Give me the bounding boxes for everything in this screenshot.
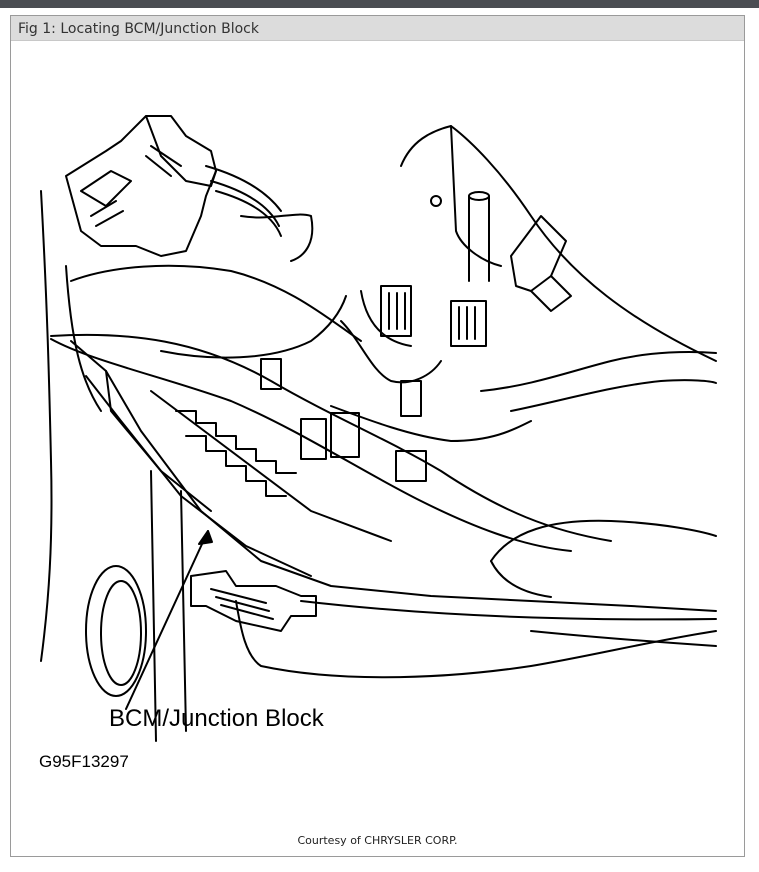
center-connector-1 [380,285,412,337]
dash-left-inner [65,265,102,412]
center-connector-5 [395,450,427,482]
center-connector-2 [450,300,487,347]
connector-wires [205,165,282,237]
bcm-face-line [150,390,392,542]
bcm-housing-side [105,370,212,512]
upper-right-bracket-2 [530,275,572,312]
bcm-housing-lower [85,375,312,577]
figure-caption: Fig 1: Locating BCM/Junction Block [18,21,259,37]
wire-harness-strand-3 [510,379,717,412]
left-vertical-post-2 [180,490,187,732]
wire-harness-strand-1 [330,405,532,442]
column-cowl [490,519,717,562]
center-connector-1-pins [388,292,406,330]
column-support-bracket [400,125,502,267]
top-window-bar [0,0,759,8]
connector-wire-bundle [240,213,314,262]
left-round-opening [85,565,147,697]
lower-dash-shelf [235,600,717,679]
bcm-housing-outer [70,340,717,612]
center-connector-7 [400,380,422,417]
center-connector-3 [300,418,327,460]
wire-harness-upper [50,333,612,542]
courtesy-credit: Courtesy of CHRYSLER CORP. [297,834,458,847]
bcm-callout-label: BCM/Junction Block [109,705,324,732]
figure-code: G95F13297 [39,752,129,771]
wire-harness-wrap [160,295,347,359]
upper-connector-body [145,115,217,187]
column-post [468,195,490,282]
center-connector-4 [330,412,360,458]
column-cowl-front [490,560,552,598]
center-connector-2-pins [458,306,476,340]
upper-connector-face [80,170,132,207]
column-post-cap [468,191,490,201]
figure-caption-bar: Fig 1: Locating BCM/Junction Block [11,16,744,41]
center-wire-loop-2 [360,290,412,347]
bcm-connector-steps [175,410,297,474]
wire-harness-strand-2 [480,350,717,392]
upper-connector-ridges [90,145,182,227]
callout-leader-line [125,530,209,710]
left-round-opening-inner [100,580,142,686]
callout-arrowhead [198,530,213,545]
wire-harness-lower [50,338,572,552]
lower-bracket-slots [210,588,274,620]
bcm-line-drawing [40,115,717,742]
upper-right-panel [450,125,717,362]
wire-harness-top [70,264,362,342]
bcm-connector-steps-2 [185,435,287,497]
lower-bracket [190,570,317,632]
dash-left-edge [40,190,53,662]
lower-dash-shelf-3 [530,630,717,647]
bracket-hole [430,195,442,207]
figure-frame: Fig 1: Locating BCM/Junction Block [10,15,745,857]
left-vertical-post-1 [150,470,157,742]
lower-dash-shelf-2 [300,600,717,621]
center-wire-loop [340,320,442,384]
center-connector-6 [260,358,282,390]
